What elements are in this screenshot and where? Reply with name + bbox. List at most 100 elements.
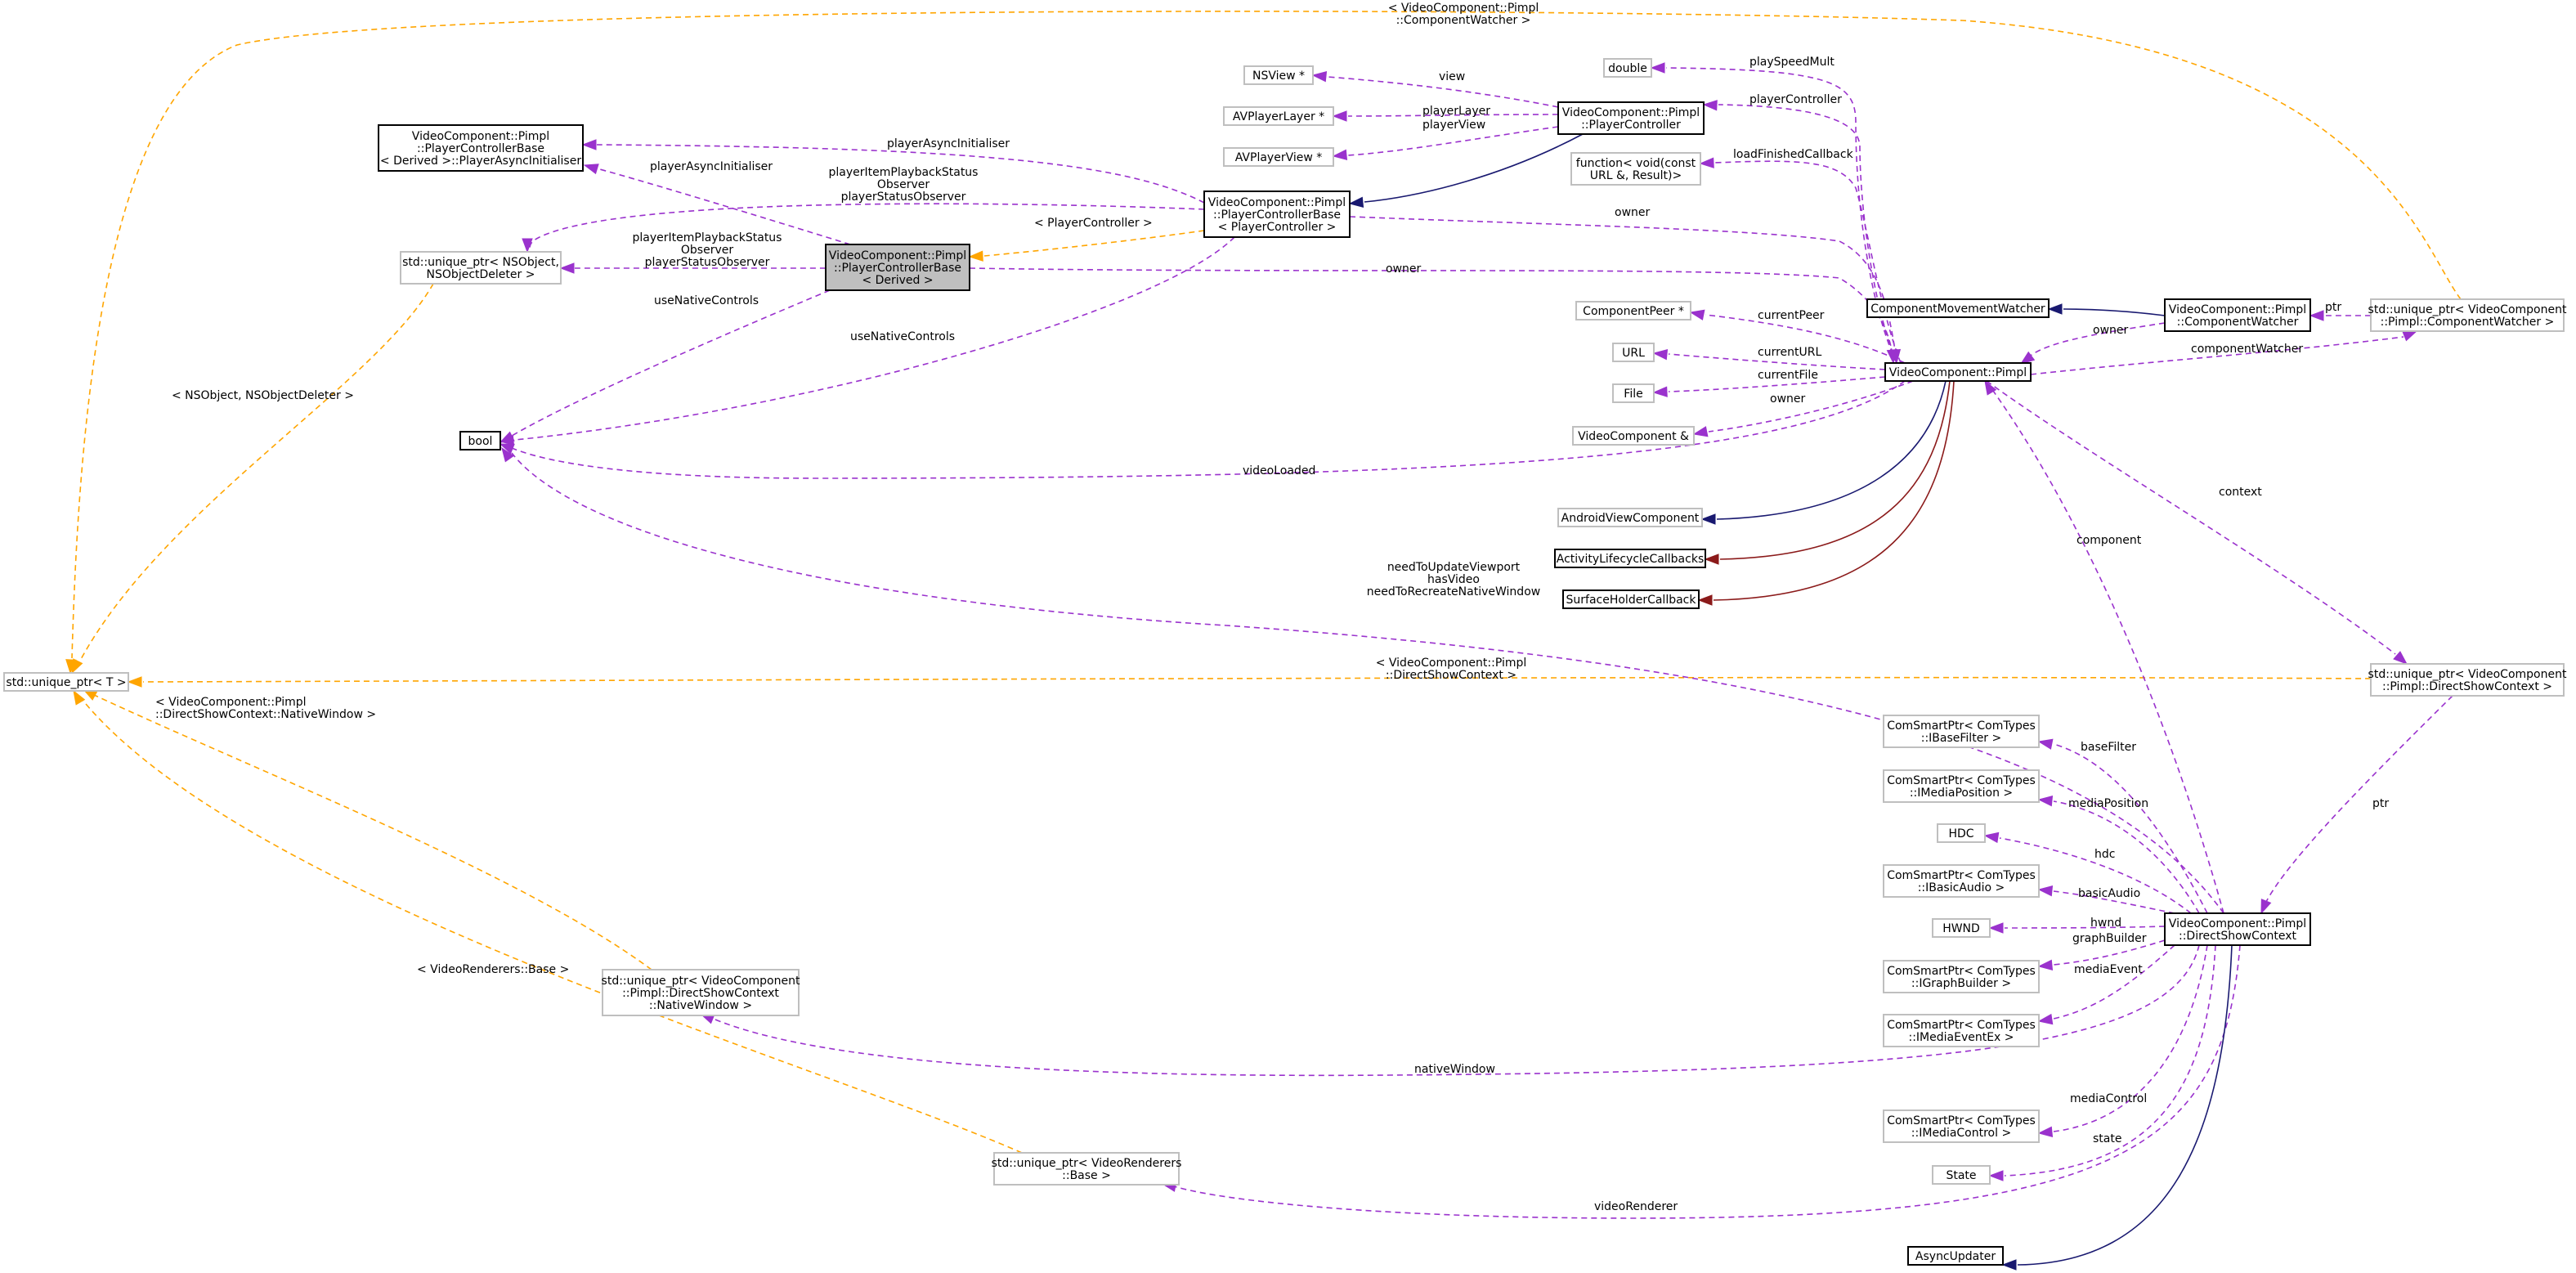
edge-line xyxy=(2053,944,2175,1020)
class-node-uniqueDSC[interactable]: std::unique_ptr< VideoComponent::Pimpl::… xyxy=(2368,663,2567,697)
class-node-url[interactable]: URL xyxy=(1612,343,1655,362)
class-node-activityCb[interactable]: ActivityLifecycleCallbacks xyxy=(1554,549,1706,568)
class-node-uniqueNativeWindow[interactable]: std::unique_ptr< VideoComponent::Pimpl::… xyxy=(602,969,800,1016)
class-node-hdc[interactable]: HDC xyxy=(1937,823,1986,843)
node-box xyxy=(1884,362,2032,382)
class-node-pcbPC[interactable]: VideoComponent::Pimpl::PlayerControllerB… xyxy=(1203,191,1351,238)
class-node-uniqueT[interactable]: std::unique_ptr< T > xyxy=(3,672,129,692)
edge-line xyxy=(969,267,1893,351)
node-box xyxy=(2164,298,2311,332)
node-label: VideoComponent::Pimpl xyxy=(2169,917,2306,930)
edge-asyncinit-pc xyxy=(581,139,1205,204)
node-box xyxy=(1203,191,1351,238)
class-node-baseFilter[interactable]: ComSmartPtr< ComTypes::IBaseFilter > xyxy=(1883,715,2040,748)
class-node-pimpl[interactable]: VideoComponent::Pimpl xyxy=(1884,362,2032,382)
class-node-avplayerview[interactable]: AVPlayerView * xyxy=(1223,147,1334,167)
edge-line xyxy=(1668,376,1886,392)
edge-label: mediaControl xyxy=(2070,1092,2147,1105)
edge-line xyxy=(1986,380,2396,655)
class-node-file[interactable]: File xyxy=(1612,383,1655,403)
edge-line xyxy=(1999,837,2192,914)
class-node-basicAudio[interactable]: ComSmartPtr< ComTypes::IBasicAudio > xyxy=(1883,864,2040,898)
class-node-surfaceCb[interactable]: SurfaceHolderCallback xyxy=(1562,589,1700,609)
node-label: ::PlayerControllerBase xyxy=(417,142,544,155)
node-label: ::PlayerController xyxy=(1581,119,1681,132)
node-label: NSObjectDeleter > xyxy=(427,268,535,281)
edge-arrowhead xyxy=(1311,70,1328,83)
class-node-compMoveWatcher[interactable]: ComponentMovementWatcher xyxy=(1866,298,2050,318)
class-node-mediaEvent[interactable]: ComSmartPtr< ComTypes::IMediaEventEx > xyxy=(1883,1014,2040,1047)
node-label: std::unique_ptr< VideoComponent xyxy=(2368,668,2567,681)
class-node-state[interactable]: State xyxy=(1932,1165,1991,1185)
edge-label: playerView xyxy=(1422,119,1485,132)
edge-arrowhead xyxy=(1652,386,1668,397)
edge-arrowhead xyxy=(522,238,533,253)
class-node-componentPeer[interactable]: ComponentPeer * xyxy=(1575,301,1691,320)
node-label: std::unique_ptr< VideoComponent xyxy=(602,975,800,988)
edge-mediaevent xyxy=(2037,944,2175,1025)
class-node-nsview[interactable]: NSView * xyxy=(1243,65,1314,85)
node-label: ::Pimpl::DirectShowContext > xyxy=(2382,680,2552,693)
class-node-asyncInit[interactable]: VideoComponent::Pimpl::PlayerControllerB… xyxy=(378,124,584,172)
edge-graphbuilder xyxy=(2037,939,2166,971)
edge-basefilter xyxy=(2037,738,2208,914)
edge-label: owner xyxy=(1615,206,1651,219)
node-label: std::unique_ptr< NSObject, xyxy=(402,256,559,269)
node-box xyxy=(2164,912,2311,946)
class-node-bool[interactable]: bool xyxy=(459,431,501,450)
edge-hwnd xyxy=(1988,922,2166,934)
edge-arrowhead xyxy=(2309,310,2324,321)
edge-line xyxy=(1668,353,1886,370)
edge-arrowhead xyxy=(968,250,983,262)
class-node-avplayerlayer[interactable]: AVPlayerLayer * xyxy=(1223,106,1334,126)
edge-line xyxy=(1714,160,1902,364)
edge-label: < VideoComponent::Pimpl::ComponentWatche… xyxy=(1388,2,1539,27)
edge-arrowhead xyxy=(1332,149,1348,161)
edge-label: owner xyxy=(1770,392,1806,406)
edge-arrowhead xyxy=(1697,594,1713,606)
node-label: VideoComponent::Pimpl xyxy=(2169,303,2306,316)
class-node-uniqueCompWatcher[interactable]: std::unique_ptr< VideoComponent::Pimpl::… xyxy=(2368,298,2567,332)
edge-label: ptr xyxy=(2325,301,2341,314)
edge-asyncupdater-inherit xyxy=(2001,944,2233,1271)
node-label: SurfaceHolderCallback xyxy=(1566,594,1697,607)
edge-label: graphBuilder xyxy=(2072,932,2147,945)
edge-arrowhead xyxy=(1983,831,2000,844)
class-node-dsc[interactable]: VideoComponent::Pimpl::DirectShowContext xyxy=(2164,912,2311,946)
class-node-pcbDerived[interactable]: VideoComponent::Pimpl::PlayerControllerB… xyxy=(825,244,970,291)
edge-arrowhead xyxy=(1699,157,1714,168)
class-node-graphBuilder[interactable]: ComSmartPtr< ComTypes::IGraphBuilder > xyxy=(1883,960,2040,993)
edge-line xyxy=(1349,216,1896,351)
class-node-videoComponentRef[interactable]: VideoComponent & xyxy=(1572,426,1695,446)
edge-arrowhead xyxy=(127,676,142,688)
class-node-uniqueNSObj[interactable]: std::unique_ptr< NSObject,NSObjectDelete… xyxy=(400,251,562,285)
edge-label: < VideoComponent::Pimpl::DirectShowConte… xyxy=(155,696,376,721)
edge-arrowhead xyxy=(1348,196,1364,208)
edge-arrowhead xyxy=(2019,351,2036,365)
class-node-mediaPosition[interactable]: ComSmartPtr< ComTypes::IMediaPosition > xyxy=(1883,769,2040,803)
class-node-asyncUpdater[interactable]: AsyncUpdater xyxy=(1907,1246,2004,1266)
class-node-hwnd[interactable]: HWND xyxy=(1932,918,1991,938)
edge-label: hdc xyxy=(2094,848,2115,861)
class-node-mediaControl[interactable]: ComSmartPtr< ComTypes::IMediaControl > xyxy=(1883,1109,2040,1143)
node-box xyxy=(400,251,562,285)
node-label: URL xyxy=(1622,347,1645,360)
node-label: ::IGraphBuilder > xyxy=(1911,977,2011,990)
class-node-double[interactable]: double xyxy=(1603,58,1652,78)
edge-line xyxy=(511,380,1906,479)
edge-pc-inherit xyxy=(1348,133,1584,208)
class-node-playerController[interactable]: VideoComponent::Pimpl::PlayerController xyxy=(1557,101,1705,135)
node-box xyxy=(1883,864,2040,898)
class-node-uniqueRenderer[interactable]: std::unique_ptr< VideoRenderers::Base > xyxy=(992,1152,1182,1186)
class-node-androidView[interactable]: AndroidViewComponent xyxy=(1557,508,1703,527)
node-box xyxy=(1223,147,1334,167)
edge-arrowhead xyxy=(1704,554,1719,565)
edge-label: view xyxy=(1439,70,1465,83)
edge-label: playSpeedMult xyxy=(1749,56,1835,69)
edge-line xyxy=(1173,944,2241,1219)
node-label: ::PlayerControllerBase xyxy=(1213,208,1341,222)
class-node-compWatcher[interactable]: VideoComponent::Pimpl::ComponentWatcher xyxy=(2164,298,2311,332)
